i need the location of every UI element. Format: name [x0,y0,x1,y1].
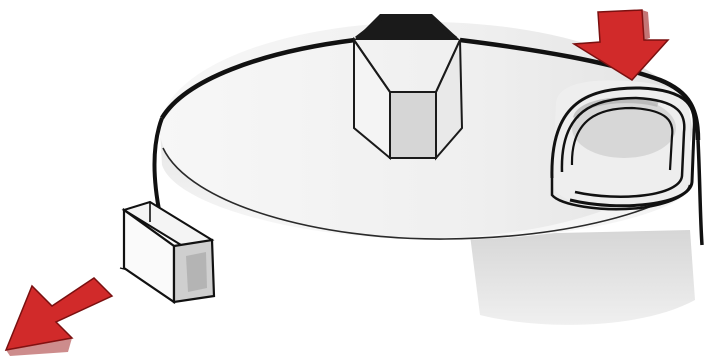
arrow-out-icon [6,278,112,356]
box [120,202,214,302]
roll [552,80,694,209]
disc-shadow [470,230,695,325]
